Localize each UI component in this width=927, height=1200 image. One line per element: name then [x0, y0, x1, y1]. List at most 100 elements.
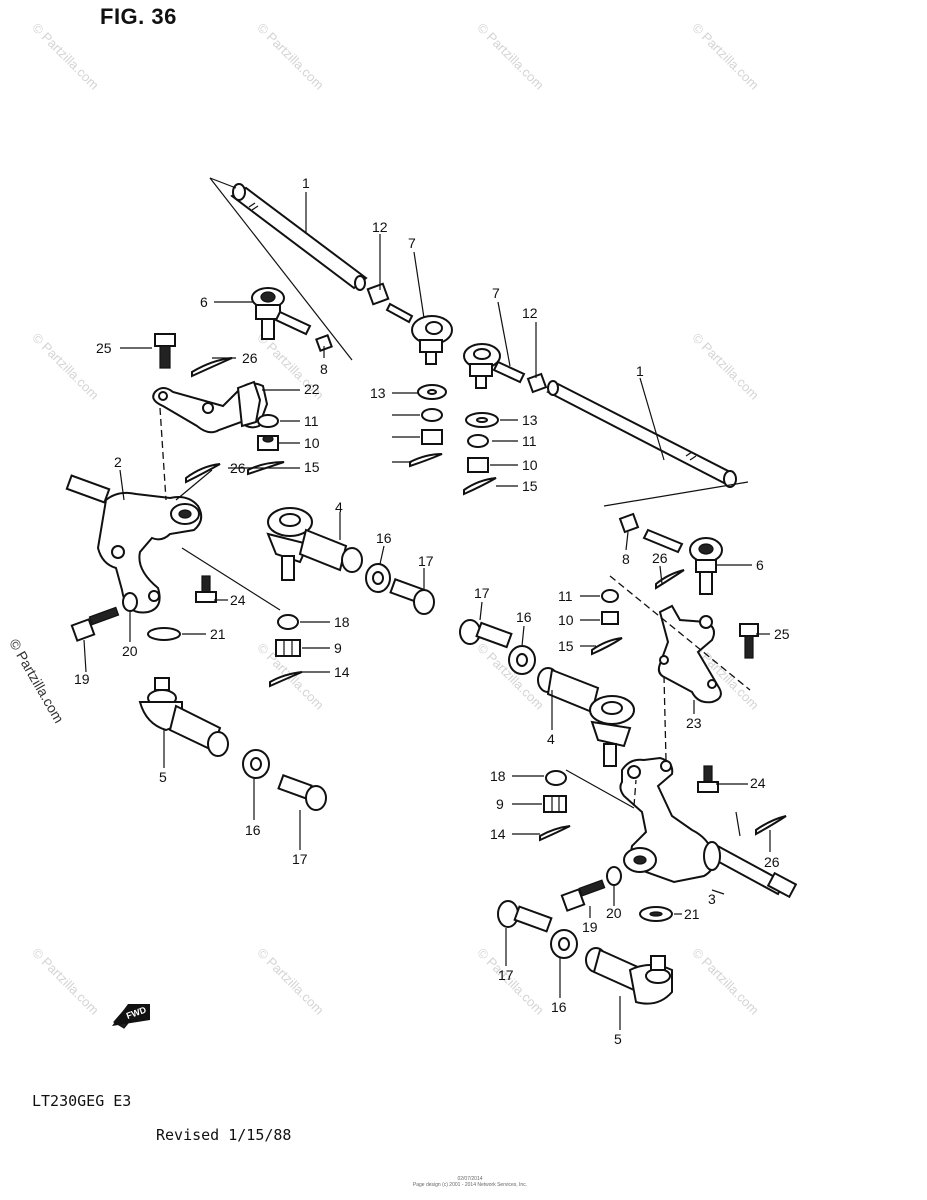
- tie-rod-end-7-right: [463, 343, 526, 389]
- callout-25-right: 25: [774, 626, 790, 642]
- bolt-17-right-upper: [459, 619, 513, 649]
- callout-26-left: 26: [242, 350, 258, 366]
- bolt-24-left: [195, 575, 217, 603]
- callout-2: 2: [114, 454, 122, 470]
- callout-20-right: 20: [606, 905, 622, 921]
- callout-13-left: 13: [370, 385, 386, 401]
- callout-labels: 1 12 7 6 8 25 26 22 11 10 15 13 7 12 1 1…: [74, 175, 790, 1047]
- callout-1-right: 1: [636, 363, 644, 379]
- bolt-25-right: [739, 623, 759, 659]
- callout-11-right-lower: 11: [558, 588, 573, 604]
- bushing-16-left-upper: [365, 563, 391, 593]
- nut-10-right: [467, 457, 489, 473]
- cotter-pin-15-right: [463, 477, 497, 496]
- castle-nut-9-right: [543, 795, 567, 813]
- tie-rod-end-5-left: [138, 677, 229, 757]
- callout-3: 3: [708, 891, 716, 907]
- callout-5-right: 5: [614, 1031, 622, 1047]
- bolt-19-left: [70, 606, 120, 642]
- washer-20-right: [606, 866, 622, 886]
- callout-24-left: 24: [230, 592, 246, 608]
- callout-7-right: 7: [492, 285, 500, 301]
- callout-7-left: 7: [408, 235, 416, 251]
- cotter-pin-26-right-upper: [655, 569, 685, 590]
- washer-21-right: [639, 906, 673, 922]
- callout-22: 22: [304, 381, 320, 397]
- tie-rod-end-4-left: [266, 507, 363, 581]
- washer-21-left: [147, 627, 181, 641]
- washer-18-right: [545, 770, 567, 786]
- callout-11-right: 11: [522, 433, 537, 449]
- bolt-24-right: [697, 765, 719, 793]
- callout-11-left: 11: [304, 413, 319, 429]
- cotter-pin-14-right: [539, 825, 571, 842]
- callout-17-left-upper: 17: [418, 553, 434, 569]
- callout-8-left: 8: [320, 361, 328, 377]
- steering-arm-22: [152, 380, 269, 434]
- bushing-16-right-lower: [550, 929, 578, 959]
- callout-17-right-lower: 17: [498, 967, 514, 983]
- nut-8-left: [315, 334, 333, 352]
- callout-18-left: 18: [334, 614, 350, 630]
- nut-8-right: [618, 512, 640, 534]
- footer-note: 02/07/2014 Page design (c) 2001 - 2014 N…: [400, 1176, 540, 1188]
- callout-18-right: 18: [490, 768, 506, 784]
- callout-26-mid: 26: [230, 460, 246, 476]
- washer-11-right-lower: [601, 589, 619, 603]
- tie-rod-end-inner-left: [385, 302, 453, 365]
- washer-13-right: [465, 412, 499, 428]
- callout-8-right: 8: [622, 551, 630, 567]
- callout-16-left-upper: 16: [376, 530, 392, 546]
- knuckle-2-left: [65, 474, 203, 614]
- callout-10-left: 10: [304, 435, 320, 451]
- knuckle-3-right: [619, 756, 798, 899]
- washer-11-mid: [421, 408, 443, 422]
- bushing-16-right-upper: [508, 645, 536, 675]
- cotter-pin-14-left: [269, 671, 303, 688]
- callout-5-left: 5: [159, 769, 167, 785]
- callout-4-right: 4: [547, 731, 555, 747]
- callout-15-left: 15: [304, 459, 320, 475]
- model-code: LT230GEG E3: [32, 1092, 132, 1110]
- leader-lines: [83, 192, 771, 1030]
- nut-10-mid: [421, 429, 443, 445]
- callout-14-right: 14: [490, 826, 506, 842]
- cotter-pin-15-mid: [409, 453, 443, 468]
- callout-16-right-lower: 16: [551, 999, 567, 1015]
- footer-line-2: Page design (c) 2001 - 2014 Network Serv…: [412, 1182, 528, 1188]
- washer-20-left: [122, 592, 138, 612]
- washer-13-left: [417, 384, 447, 400]
- callout-16-left-lower: 16: [245, 822, 261, 838]
- callout-6-right: 6: [756, 557, 764, 573]
- footer-line-1: 02/07/2014: [457, 1176, 483, 1182]
- callout-17-right-upper: 17: [474, 585, 490, 601]
- callout-26-right-lower: 26: [764, 854, 780, 870]
- callout-19-left: 19: [74, 671, 90, 687]
- tie-rod-left: [209, 177, 368, 361]
- callout-21-left: 21: [210, 626, 226, 642]
- callout-14-left: 14: [334, 664, 350, 680]
- callout-15-right: 15: [522, 478, 538, 494]
- bushing-16-left-lower: [242, 749, 270, 779]
- callout-12-left: 12: [372, 219, 388, 235]
- revised-date: Revised 1/15/88: [156, 1126, 292, 1144]
- washer-18-left: [277, 614, 299, 630]
- lock-nut-upper-left: [366, 282, 390, 306]
- steering-arm-23: [657, 604, 722, 704]
- bolt-25-left: [120, 333, 176, 369]
- callout-1-left: 1: [302, 175, 310, 191]
- callout-17-left-lower: 17: [292, 851, 308, 867]
- callout-19-right: 19: [582, 919, 598, 935]
- figure-title: FIG. 36: [100, 4, 177, 29]
- callout-13-right: 13: [522, 412, 538, 428]
- bolt-17-left-upper: [389, 578, 435, 615]
- callout-10-right: 10: [522, 457, 538, 473]
- bolt-17-left-lower: [277, 774, 327, 811]
- nut-10-right-lower: [601, 611, 619, 625]
- cotter-pin-26-upper: [191, 357, 233, 378]
- bolt-17-right-lower: [497, 900, 553, 933]
- cotter-pin-15-right-lower: [591, 637, 623, 656]
- tie-rod-end-6-right: [642, 528, 723, 595]
- callout-16-right-upper: 16: [516, 609, 532, 625]
